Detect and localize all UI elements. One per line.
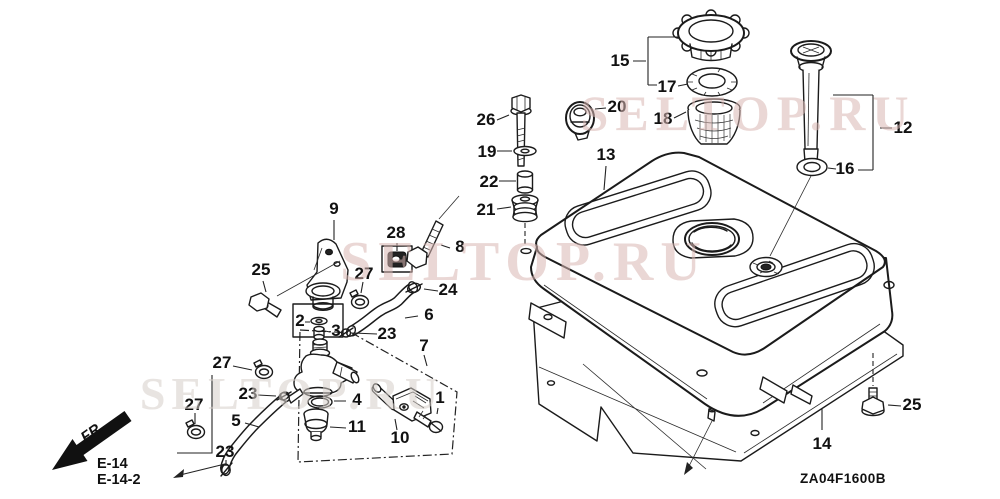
fuel-tank-13 [528,151,895,417]
part-label-8: 8 [455,237,464,256]
gauge-hole [749,256,783,278]
clip-28 [381,245,413,273]
fuel-gauge-20 [565,101,595,141]
part-label-6: 6 [424,305,433,324]
flange-bolt-25-left [248,260,341,318]
watermark-bottom-left: SELTOP.RU [140,368,444,419]
part-label-9: 9 [329,199,338,218]
part-label-10: 10 [391,428,410,447]
collar-22 [516,170,534,194]
wire-clip-23-b [276,391,292,401]
e14-2-pointer [173,463,226,478]
part-label-11: 11 [348,417,366,436]
watermark-top-right: SELTOP.RU [581,85,916,141]
part-label-5: 5 [231,411,240,430]
hose-clamp-27-c [185,419,206,440]
part-label-25-b: 25 [903,395,922,414]
part-label-2: 2 [295,311,304,330]
flange-bolt-25-right [861,353,885,417]
part-label-28: 28 [387,223,406,242]
hose-clamp-27-b [253,359,274,380]
filler-neck [672,218,754,259]
diagram-code: ZA04F1600B [800,471,886,486]
reference-e14-2: E-14-2 [97,472,141,488]
cap-gasket-17 [686,67,738,97]
bolt-26 [510,94,532,167]
watermark-center: SELTOP.RU [340,231,708,293]
joint-3 [313,325,325,341]
reference-e14: E-14 [97,456,128,472]
part-label-14: 14 [813,434,832,453]
part-label-13: 13 [597,145,616,164]
fuel-filler-cap-15 [672,9,750,62]
strainer-cup-11 [303,408,329,442]
packing-2 [310,316,328,326]
tank-bracket-9 [305,238,349,312]
clip-24 [405,282,423,294]
part-label-22: 22 [480,172,499,191]
flange-bolt-8 [406,195,460,269]
part-label-23-a: 23 [378,324,397,343]
part-label-27-c: 27 [185,395,204,414]
part-label-26: 26 [477,110,496,129]
part-label-16: 16 [836,159,855,178]
o-ring-4 [307,395,333,409]
part-label-23-b: 23 [239,384,258,403]
leader-lines [177,36,902,466]
part-label-3: 3 [331,321,340,340]
part-label-24: 24 [439,280,458,299]
part-label-25-a: 25 [252,260,271,279]
part-label-20: 20 [608,97,627,116]
part-label-7: 7 [419,336,428,355]
washer-19 [513,145,537,157]
part-label-12: 12 [894,118,913,137]
part-label-21: 21 [477,200,496,219]
part-label-1: 1 [435,388,444,407]
screw-1 [413,410,444,434]
part-label-23-c: 23 [216,442,235,461]
part-label-19: 19 [478,142,497,161]
part-label-4: 4 [352,390,362,409]
part-label-15: 15 [611,51,630,70]
hose-clamp-27-a [349,289,370,310]
part-label-17: 17 [658,77,677,96]
front-arrow-icon [52,411,132,470]
fuel-valve-body [287,338,360,404]
fuel-strainer-18 [687,98,741,145]
grommet-16 [769,157,828,257]
rubber-mount-21 [511,194,539,255]
part-label-27-a: 27 [355,264,374,283]
part-label-27-b: 27 [213,353,232,372]
part-label-18: 18 [654,109,673,128]
